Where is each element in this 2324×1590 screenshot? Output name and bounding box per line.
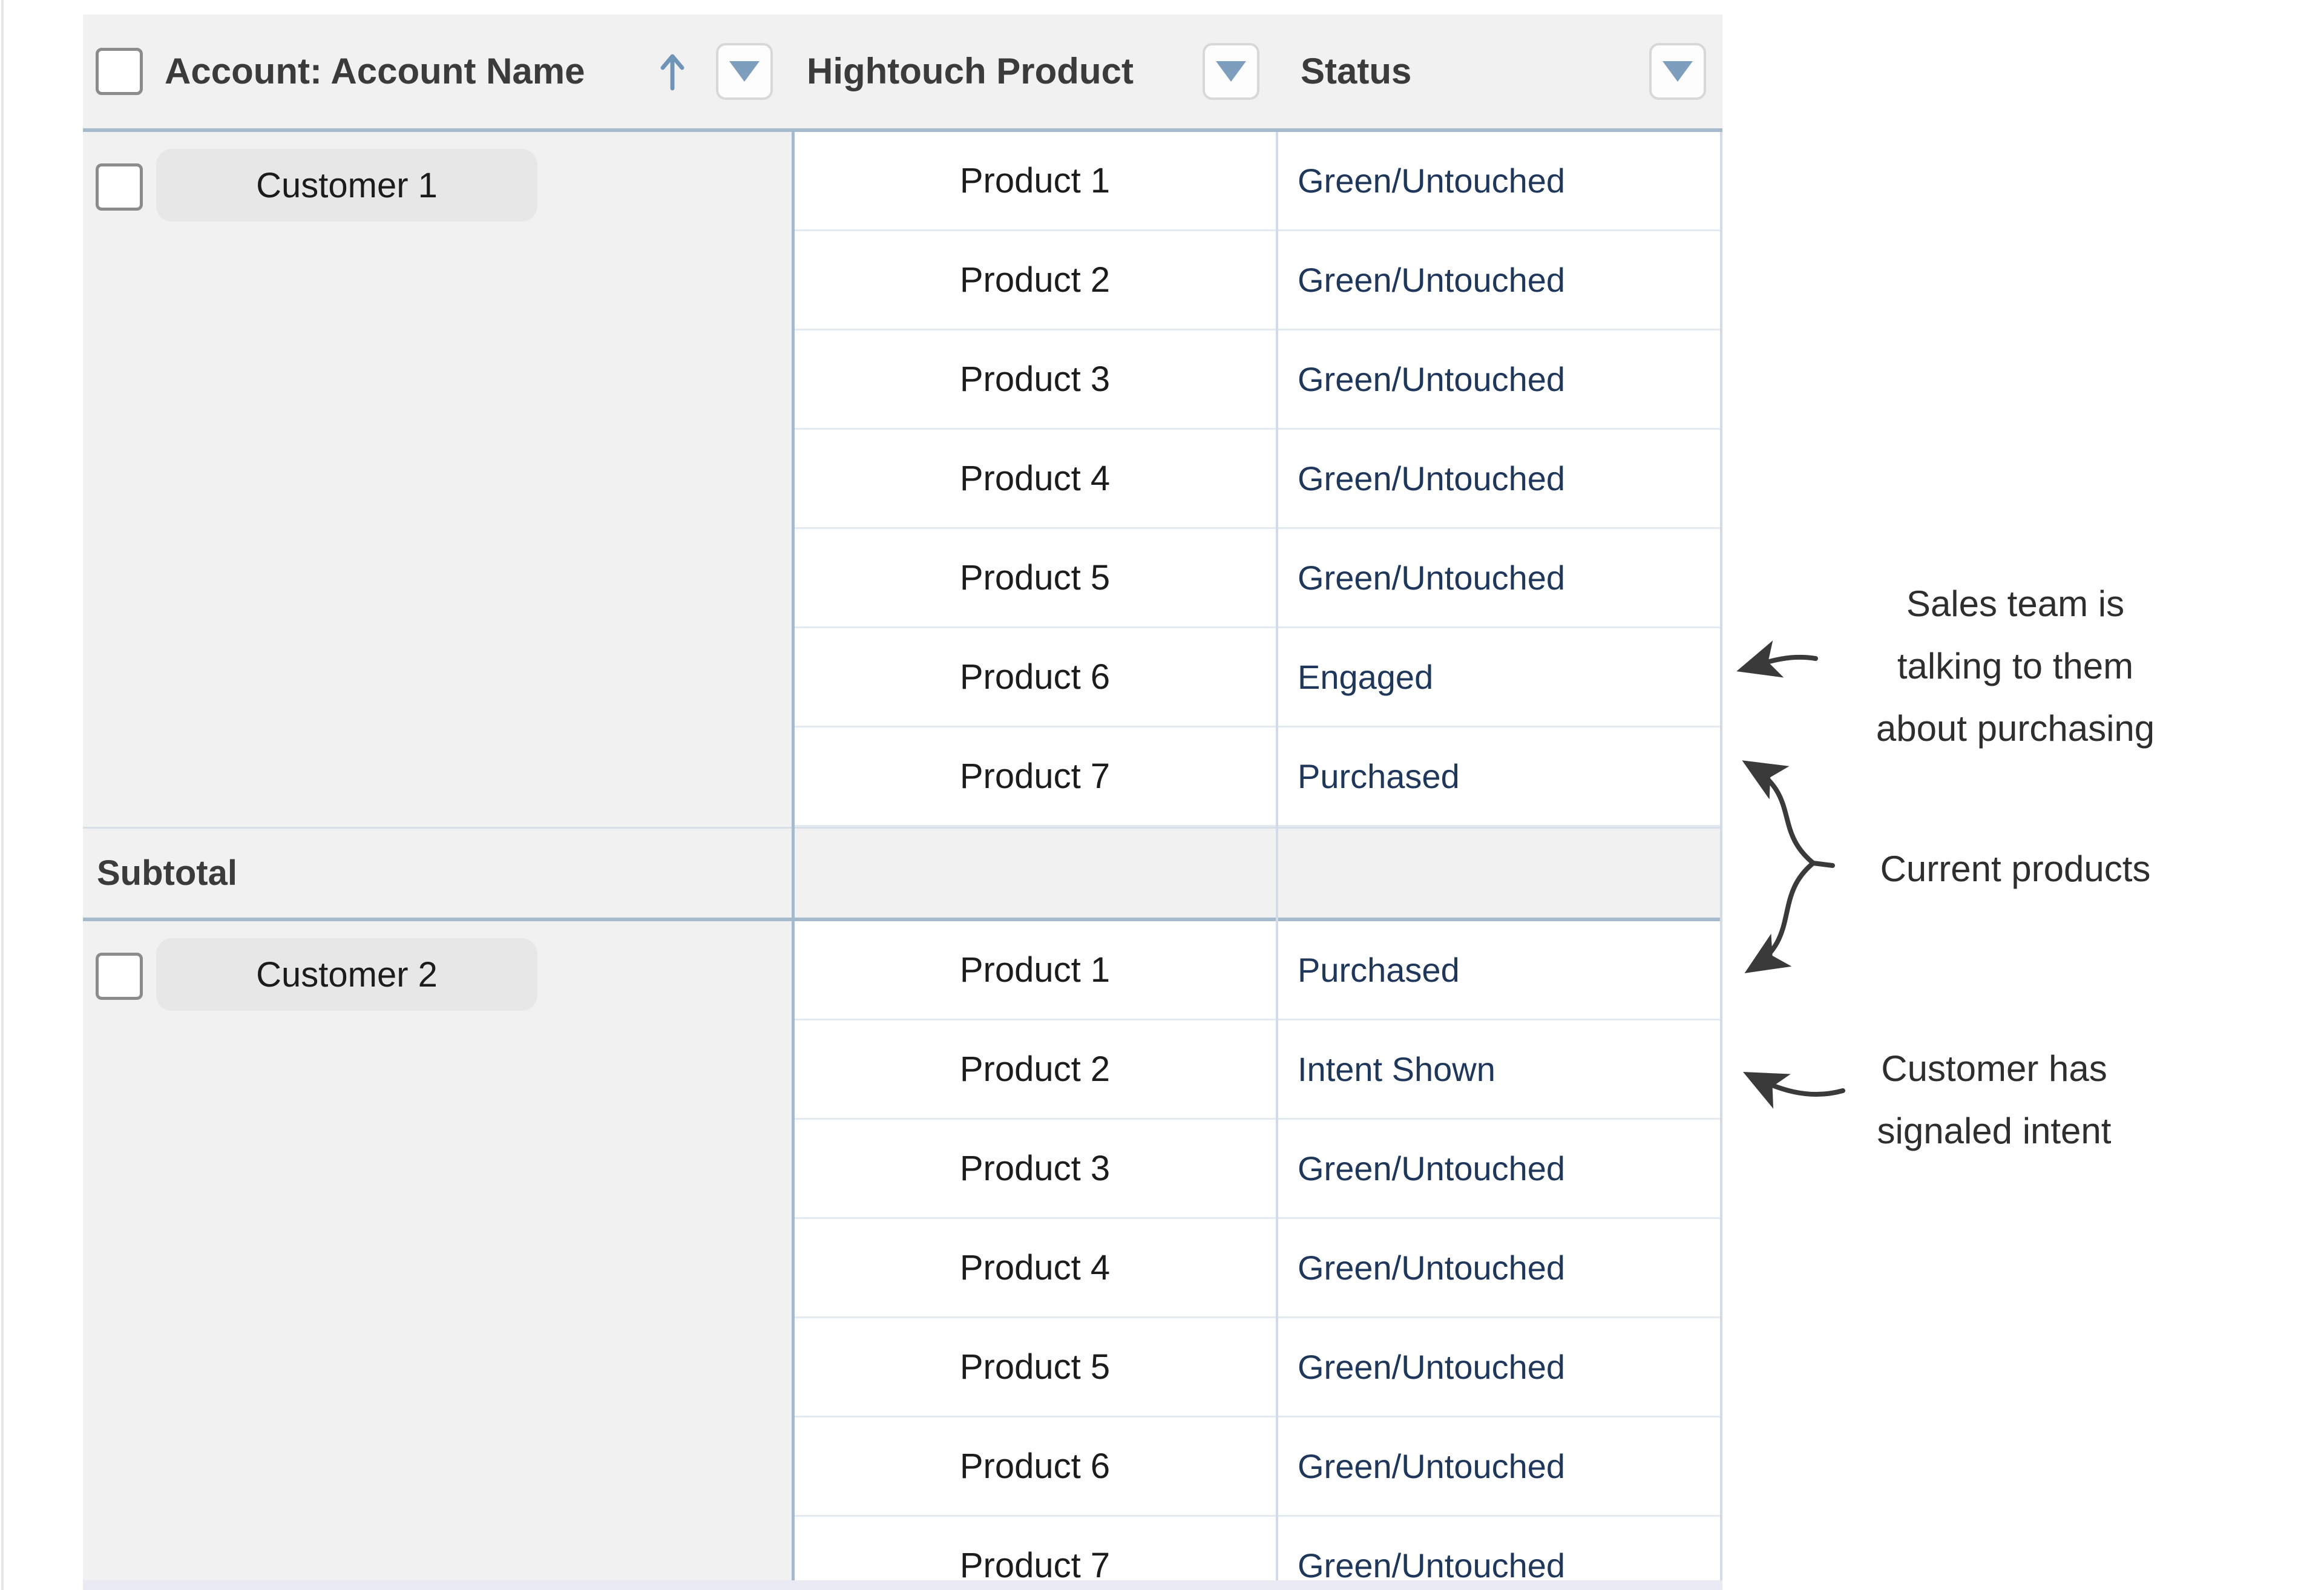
status-cell: Engaged: [1298, 658, 1434, 696]
product-cell: Product 1: [959, 161, 1111, 200]
column-header-status: Status: [1301, 51, 1412, 91]
table-row: Product 3 Green/Untouched: [793, 330, 1722, 430]
chevron-down-icon: [1663, 61, 1693, 82]
column-header-account: Account: Account Name: [165, 51, 585, 91]
product-cell: Product 5: [959, 558, 1111, 597]
status-cell: Purchased: [1298, 951, 1460, 989]
table-row: Product 4 Green/Untouched: [793, 1219, 1722, 1318]
subtotal-label: Subtotal: [97, 853, 237, 893]
status-cell: Green/Untouched: [1298, 1149, 1566, 1188]
status-cell: Intent Shown: [1298, 1050, 1495, 1088]
status-cell: Green/Untouched: [1298, 360, 1566, 398]
table-row: Product 7 Green/Untouched: [793, 1517, 1722, 1590]
row-checkbox-customer-1[interactable]: [96, 163, 143, 211]
status-cell: Green/Untouched: [1298, 1447, 1566, 1485]
table-row: Product 6 Green/Untouched: [793, 1418, 1722, 1517]
product-cell: Product 6: [959, 1447, 1111, 1486]
column-menu-button-account[interactable]: [716, 43, 773, 100]
select-all-checkbox[interactable]: [96, 48, 143, 95]
status-cell: Green/Untouched: [1298, 1249, 1566, 1287]
column-menu-button-product[interactable]: [1203, 43, 1259, 100]
table-row: Product 1 Green/Untouched: [793, 132, 1722, 231]
table-header: Account: Account Name Hightouch Product …: [83, 15, 1722, 132]
product-cell: Product 2: [959, 1050, 1111, 1089]
row-checkbox-customer-2[interactable]: [96, 953, 143, 1000]
product-cell: Product 3: [959, 360, 1111, 399]
product-cell: Product 1: [959, 950, 1111, 990]
product-cell: Product 7: [959, 757, 1111, 796]
table-row: Product 3 Green/Untouched: [793, 1120, 1722, 1219]
annotation-current-products: Current products: [1880, 849, 2151, 889]
status-cell: Green/Untouched: [1298, 261, 1566, 299]
table-row: Product 7 Purchased: [793, 728, 1722, 827]
product-cell: Product 7: [959, 1546, 1111, 1585]
table-row: Product 6 Engaged: [793, 628, 1722, 728]
status-cell: Green/Untouched: [1298, 1348, 1566, 1386]
product-cell: Product 3: [959, 1149, 1111, 1188]
product-cell: Product 4: [959, 459, 1111, 498]
table-row: Product 2 Intent Shown: [793, 1020, 1722, 1120]
horizontal-scrollbar[interactable]: [83, 1580, 1722, 1590]
column-separator: [1276, 15, 1278, 1590]
sort-ascending-icon: [658, 15, 686, 128]
status-cell: Green/Untouched: [1298, 559, 1566, 597]
column-separator: [792, 15, 795, 1590]
chevron-down-icon: [729, 61, 760, 82]
subtotal-row: Subtotal: [83, 827, 1722, 921]
table-right-edge: [1720, 15, 1722, 1590]
account-group-column: [83, 15, 793, 1590]
table-row: Product 5 Green/Untouched: [793, 529, 1722, 628]
product-cell: Product 6: [959, 657, 1111, 697]
table-row: Product 4 Green/Untouched: [793, 430, 1722, 529]
table-row: Product 1 Purchased: [793, 921, 1722, 1020]
product-cell: Product 2: [959, 260, 1111, 300]
annotation-sales-engaged: Sales team is talking to them about purc…: [1876, 583, 2155, 749]
annotation-intent: Customer has signaled intent: [1877, 1048, 2112, 1151]
chevron-down-icon: [1216, 61, 1246, 82]
product-cell: Product 5: [959, 1347, 1111, 1387]
window-left-edge: [1, 0, 4, 1590]
status-cell: Green/Untouched: [1298, 459, 1566, 498]
grouped-report-table: Product 1 Green/Untouched Product 2 Gree…: [83, 15, 1722, 1590]
account-group-pill[interactable]: Customer 2: [156, 938, 537, 1011]
column-menu-button-status[interactable]: [1649, 43, 1706, 100]
column-header-product: Hightouch Product: [807, 51, 1134, 91]
table-row: Product 5 Green/Untouched: [793, 1318, 1722, 1418]
status-cell: Purchased: [1298, 757, 1460, 795]
product-cell: Product 4: [959, 1248, 1111, 1287]
status-cell: Green/Untouched: [1298, 162, 1566, 200]
account-group-pill[interactable]: Customer 1: [156, 149, 537, 222]
table-row: Product 2 Green/Untouched: [793, 231, 1722, 330]
status-cell: Green/Untouched: [1298, 1546, 1566, 1585]
